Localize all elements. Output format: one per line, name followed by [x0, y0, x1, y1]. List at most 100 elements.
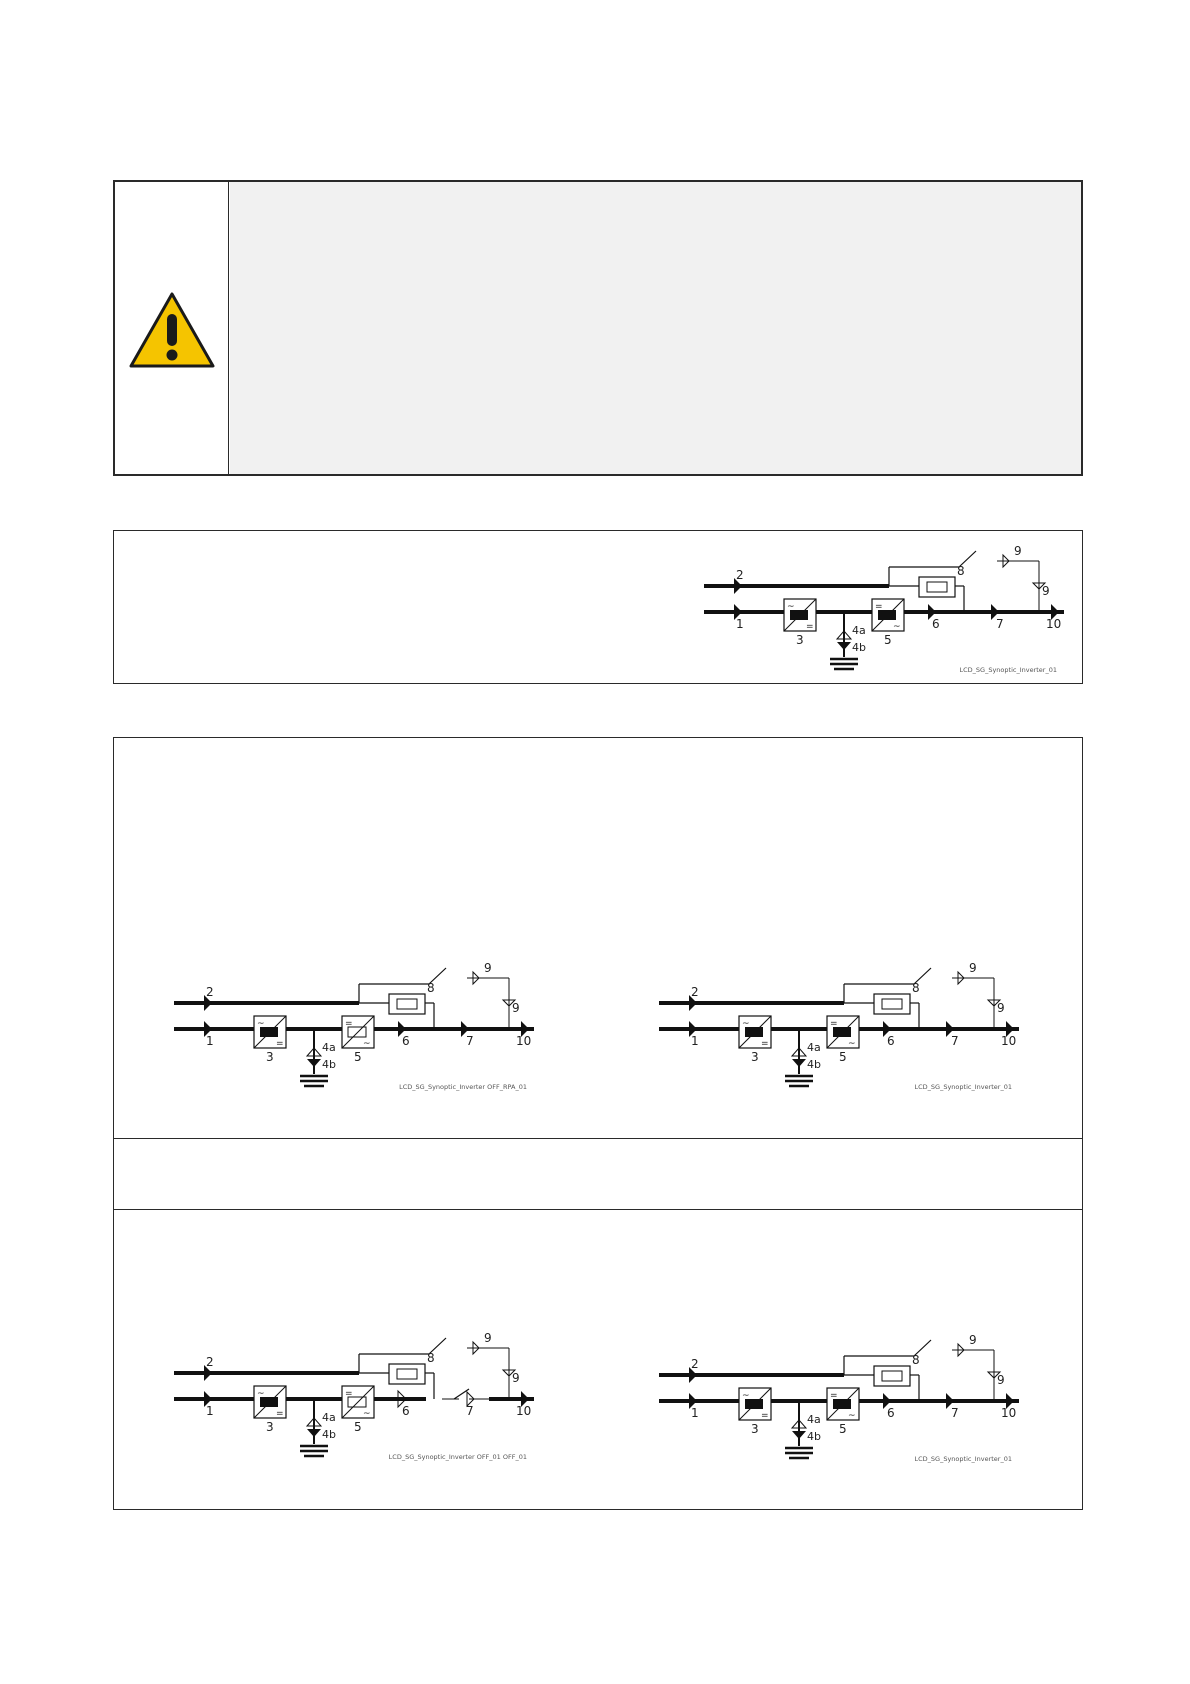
svg-text:~: ~: [848, 1411, 856, 1421]
svg-text:~: ~: [742, 1391, 750, 1401]
node-label: 2: [691, 1357, 699, 1371]
svg-text:=: =: [345, 1389, 353, 1399]
svg-text:=: =: [276, 1039, 284, 1049]
svg-text:=: =: [345, 1019, 353, 1029]
svg-text:~: ~: [787, 602, 795, 612]
node-label: 9: [484, 961, 492, 975]
node-label: 4a: [322, 1411, 336, 1424]
node-label: 6: [402, 1404, 410, 1418]
warning-box: [113, 180, 1083, 476]
node-label: 2: [206, 985, 214, 999]
node-label: 7: [466, 1404, 474, 1418]
node-label: 8: [427, 981, 435, 995]
figure-reference: LCD_SG_Synoptic_Inverter_01: [915, 1455, 1013, 1463]
svg-text:=: =: [761, 1039, 769, 1049]
node-label: 3: [266, 1420, 274, 1434]
node-label: 7: [951, 1406, 959, 1420]
node-label: 3: [751, 1050, 759, 1064]
node-label: 5: [839, 1422, 847, 1436]
node-label: 4a: [807, 1413, 821, 1426]
node-label: 2: [691, 985, 699, 999]
node-label: 5: [884, 633, 892, 647]
node-label: 3: [751, 1422, 759, 1436]
node-label: 5: [839, 1050, 847, 1064]
node-label: 6: [402, 1034, 410, 1048]
node-label: 1: [206, 1034, 214, 1048]
node-label: 6: [887, 1406, 895, 1420]
figure-reference: LCD_SG_Synoptic_Inverter OFF_RPA_01: [399, 1083, 527, 1091]
node-label: 9: [512, 1001, 520, 1015]
svg-text:~: ~: [257, 1019, 265, 1029]
node-label: 4b: [322, 1058, 336, 1071]
node-label: 9: [1042, 584, 1050, 598]
svg-text:~: ~: [257, 1389, 265, 1399]
node-label: 7: [466, 1034, 474, 1048]
svg-text:~: ~: [893, 622, 901, 632]
svg-text:~: ~: [363, 1409, 371, 1419]
node-label: 1: [206, 1404, 214, 1418]
node-label: 1: [691, 1406, 699, 1420]
node-label: 10: [516, 1404, 531, 1418]
svg-text:=: =: [806, 622, 814, 632]
node-label: 9: [484, 1331, 492, 1345]
node-label: 5: [354, 1050, 362, 1064]
node-label: 6: [887, 1034, 895, 1048]
node-label: 2: [736, 568, 744, 582]
node-label: 6: [932, 617, 940, 631]
svg-text:=: =: [276, 1409, 284, 1419]
node-label: 9: [512, 1371, 520, 1385]
figure-reference: LCD_SG_Synoptic_Inverter_01: [960, 666, 1058, 674]
node-label: 4a: [322, 1041, 336, 1054]
node-label: 3: [266, 1050, 274, 1064]
node-label: 4b: [807, 1430, 821, 1443]
node-label: 10: [1001, 1406, 1016, 1420]
node-label: 1: [736, 617, 744, 631]
node-label: 10: [1046, 617, 1061, 631]
node-label: 4a: [807, 1041, 821, 1054]
node-label: 9: [1014, 544, 1022, 558]
node-label: 9: [997, 1373, 1005, 1387]
node-label: 3: [796, 633, 804, 647]
node-label: 4a: [852, 624, 866, 637]
node-label: 1: [691, 1034, 699, 1048]
node-label: 9: [969, 1333, 977, 1347]
node-label: 10: [1001, 1034, 1016, 1048]
node-label: 2: [206, 1355, 214, 1369]
warning-triangle-icon: [129, 292, 215, 368]
warning-text-area: [230, 182, 1081, 474]
svg-text:~: ~: [363, 1039, 371, 1049]
node-label: 4b: [852, 641, 866, 654]
node-label: 7: [951, 1034, 959, 1048]
svg-text:=: =: [830, 1019, 838, 1029]
node-label: 9: [997, 1001, 1005, 1015]
node-label: 8: [427, 1351, 435, 1365]
svg-text:=: =: [875, 602, 883, 612]
figure-reference: LCD_SG_Synoptic_Inverter_01: [915, 1083, 1013, 1091]
node-label: 4b: [807, 1058, 821, 1071]
node-label: 8: [912, 1353, 920, 1367]
warning-icon-cell: [115, 182, 229, 474]
figure-reference: LCD_SG_Synoptic_Inverter OFF_01 OFF_01: [389, 1453, 527, 1461]
svg-text:~: ~: [848, 1039, 856, 1049]
node-label: 5: [354, 1420, 362, 1434]
svg-text:=: =: [761, 1411, 769, 1421]
node-label: 4b: [322, 1428, 336, 1441]
svg-text:~: ~: [742, 1019, 750, 1029]
row-divider: [114, 1209, 1082, 1210]
node-label: 7: [996, 617, 1004, 631]
node-label: 8: [957, 564, 965, 578]
svg-text:=: =: [830, 1391, 838, 1401]
node-label: 9: [969, 961, 977, 975]
